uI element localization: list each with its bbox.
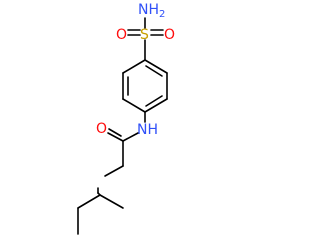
carbonyl-oxygen-label: O <box>96 121 107 137</box>
bond-ch-methyl <box>99 194 124 209</box>
sulfur-atom-label: S <box>140 27 149 43</box>
sulfonamide-nh2-label: NH2 <box>138 2 165 20</box>
bond-ring-inner-1 <box>145 65 163 77</box>
bond-ring-6 <box>122 59 146 74</box>
bond-ch-ethyl <box>77 194 101 209</box>
bond-co-1 <box>107 132 124 142</box>
bond-nh-carbonyl <box>122 132 139 142</box>
bond-co-2 <box>108 128 122 137</box>
sulfonyl-oxygen-left-label: O <box>116 27 127 43</box>
bond-ch2-hn <box>104 165 124 177</box>
amide-nh-label: NH <box>137 122 158 138</box>
sulfonyl-oxygen-right-label: O <box>164 27 175 43</box>
molecule-structure: NH2 S O O NH O <box>77 2 175 235</box>
atom-labels: NH2 S O O NH O <box>96 2 175 138</box>
structure-canvas: NH2 S O O NH O <box>77 2 175 235</box>
bonds <box>77 17 168 235</box>
bond-ring-4 <box>122 98 146 113</box>
bond-ring-1 <box>144 59 168 74</box>
bond-ring-inner-2 <box>145 95 163 107</box>
bond-ring-3 <box>144 98 168 113</box>
